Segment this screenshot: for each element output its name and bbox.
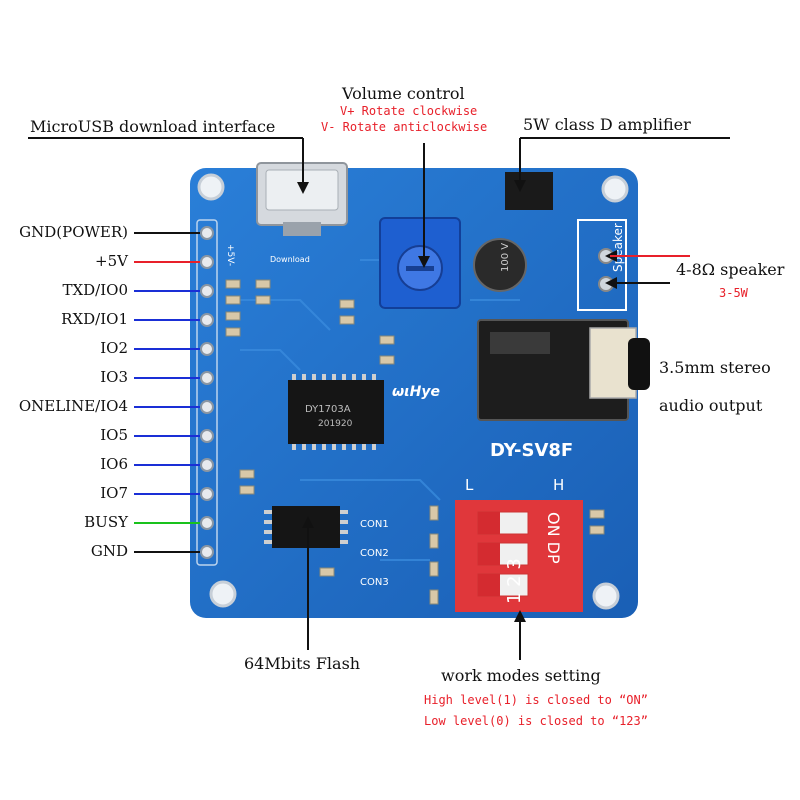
modes-label: work modes setting	[441, 666, 601, 685]
download-silk: Download	[270, 255, 310, 264]
pin-label: +5V	[95, 252, 128, 270]
pin-hole	[200, 284, 214, 298]
pin-hole	[200, 342, 214, 356]
pin-label: RXD/IO1	[61, 310, 128, 328]
pin-hole	[200, 255, 214, 269]
speaker-silk: Speaker	[611, 223, 625, 272]
con1-silk: CON1	[360, 519, 389, 530]
pin-hole	[200, 371, 214, 385]
pin-label: TXD/IO0	[62, 281, 128, 299]
pin-hole	[200, 400, 214, 414]
pin-label: IO6	[100, 455, 128, 473]
pin-hole	[200, 429, 214, 443]
speaker-label: 4-8Ω speaker	[676, 260, 785, 279]
modes-sub1: High level(1) is closed to “ON”	[424, 693, 648, 707]
brand-silk: ωιHye	[392, 384, 440, 400]
pin-label: BUSY	[84, 513, 128, 531]
pin-label: IO3	[100, 368, 128, 386]
H-silk: H	[553, 476, 564, 494]
pin-lines	[134, 232, 200, 553]
pin-hole	[200, 487, 214, 501]
pin-hole	[200, 458, 214, 472]
capacitor	[473, 238, 527, 292]
audio-label-2: audio output	[659, 396, 763, 415]
power-silk: +5V-	[225, 244, 235, 266]
usb-label: MicroUSB download interface	[30, 117, 276, 136]
pin-label: ONELINE/IO4	[18, 397, 128, 415]
pin-label: IO2	[100, 339, 128, 357]
amp-label: 5W class D amplifier	[523, 115, 691, 134]
chip1-silk: DY1703A	[305, 404, 351, 415]
volume-sub2: V- Rotate anticlockwise	[321, 120, 488, 134]
flash-label: 64Mbits Flash	[244, 654, 361, 673]
cap-silk: 100 V	[500, 243, 511, 272]
speaker-terminal	[577, 219, 627, 311]
con2-silk: CON2	[360, 548, 389, 559]
amplifier-chip	[505, 172, 553, 210]
L-silk: L	[465, 476, 474, 494]
pin-hole	[200, 516, 214, 530]
dip-nums-silk: 1 2 3	[504, 558, 525, 604]
pin-hole	[200, 545, 214, 559]
model-silk: DY-SV8F	[490, 440, 573, 461]
pin-label: IO5	[100, 426, 128, 444]
volume-title: Volume control	[342, 84, 465, 103]
pin-label: GND(POWER)	[19, 223, 128, 241]
audio-label-1: 3.5mm stereo	[659, 358, 771, 377]
mounting-holes	[197, 173, 629, 610]
callout-lines	[28, 137, 730, 660]
pin-hole	[200, 313, 214, 327]
pin-hole	[200, 226, 214, 240]
volume-sub1: V+ Rotate clockwise	[340, 104, 478, 118]
pin-header	[196, 219, 218, 566]
modes-sub2: Low level(0) is closed to “123”	[424, 714, 648, 728]
pin-label: IO7	[100, 484, 128, 502]
dip-on-silk: ON DP	[544, 512, 563, 564]
con3-silk: CON3	[360, 577, 389, 588]
chip1-sub-silk: 201920	[318, 419, 353, 429]
speaker-sub: 3-5W	[719, 286, 748, 300]
main-chip	[288, 380, 384, 444]
pin-label: GND	[90, 542, 128, 560]
